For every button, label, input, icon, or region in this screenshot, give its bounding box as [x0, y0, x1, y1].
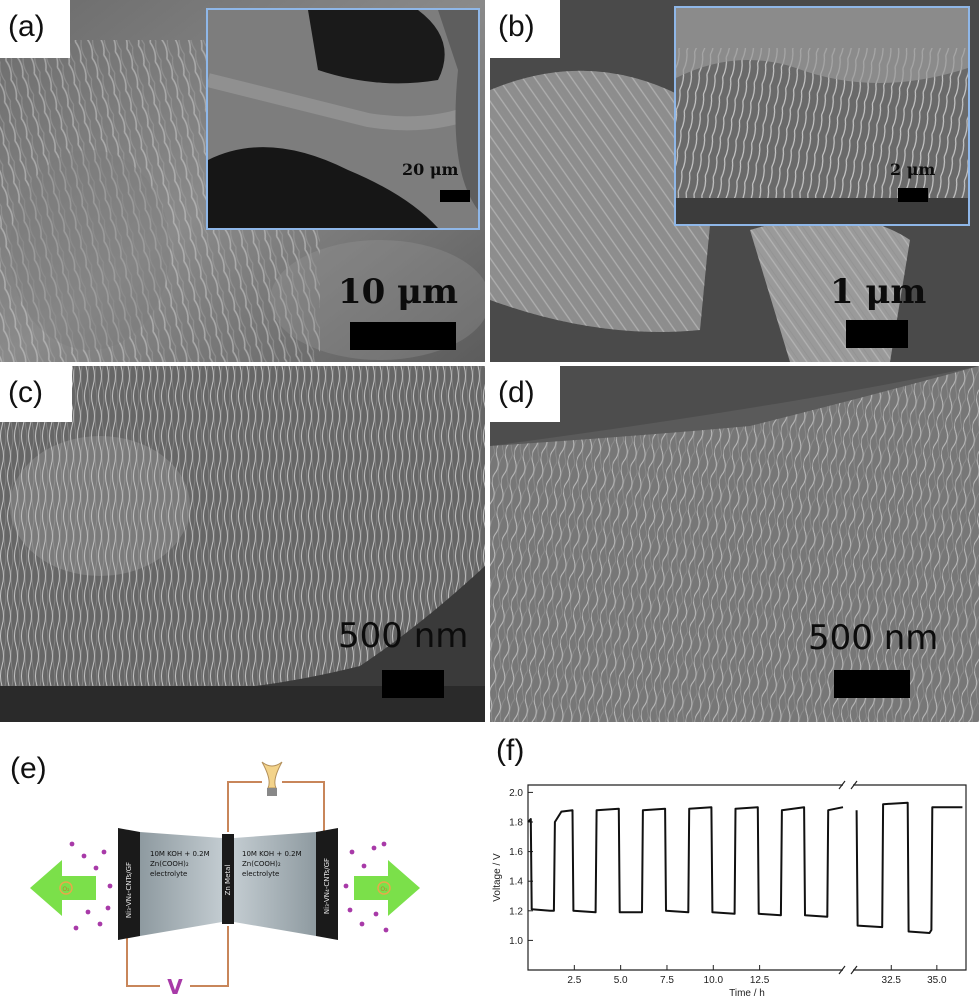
x-tick-label: 10.0 [704, 975, 724, 986]
oxygen-dots [69, 841, 389, 933]
scale-label-b: 1 μm [830, 272, 927, 312]
right-electrode [316, 828, 338, 940]
left-chamber [140, 832, 222, 936]
series-line-after-break [855, 801, 963, 934]
panel-label-e: (e) [10, 752, 47, 785]
left-arrow [30, 860, 96, 916]
panel-label-a: (a) [8, 10, 45, 43]
x-tick-label: 5.0 [614, 975, 628, 986]
axis-break-mark [838, 965, 846, 975]
right-chamber-line3: electrolyte [242, 870, 279, 878]
panel-label-d: (d) [498, 376, 535, 409]
panel-c-micrograph: (c) 500 nm [0, 366, 485, 722]
sem-image-c [0, 366, 485, 722]
right-chamber [234, 832, 316, 936]
voltage-time-chart: 1.0 1.2 1.4 1.6 1.8 2.0 2.5 5.0 7.5 10.0 12.5 32.5 3… [492, 780, 967, 999]
panel-label-f: (f) [496, 734, 525, 767]
scale-bar-d [834, 670, 910, 698]
right-arrow-label: O₂ [380, 886, 388, 893]
y-tick-label: 2.0 [509, 788, 523, 799]
x-tick-label: 2.5 [567, 975, 581, 986]
panel-b-micrograph: (b) 2 μm 1 μm [490, 0, 979, 362]
right-chamber-line1: 10M KOH + 0.2M [242, 850, 302, 858]
right-chamber-line2: Zn(COOH)₂ [242, 860, 281, 868]
left-chamber-line2: Zn(COOH)₂ [150, 860, 189, 868]
wire-top-right [282, 781, 325, 836]
device-schematic-svg: Ni₃-VN₄-CNTs/GF Zn Metal Ni₃-VN₄-CNTs/GF… [30, 761, 420, 999]
y-tick-label: 1.8 [509, 818, 523, 829]
scale-label-c: 500 nm [338, 616, 469, 656]
scale-bar-c [382, 670, 444, 698]
series-line-before-break [527, 806, 844, 918]
sem-image-d [490, 366, 979, 722]
panel-a-micrograph: (a) 20 μm 10 μm [0, 0, 485, 362]
panel-e-device-schematic: (e) [0, 740, 470, 999]
x-tick-label: 35.0 [927, 975, 947, 986]
right-electrode-label: Ni₃-VN₄-CNTs/GF [323, 858, 331, 914]
axis-frame-left [527, 784, 843, 971]
scale-bar-a [350, 322, 456, 350]
right-arrow [354, 860, 420, 916]
middle-electrode-zn [222, 834, 234, 924]
panel-label-b: (b) [498, 10, 535, 43]
scale-label-a: 10 μm [338, 272, 459, 312]
wire-top-left [227, 781, 262, 832]
x-tick-label: 12.5 [750, 975, 770, 986]
left-electrode [118, 828, 140, 940]
axis-break-mark [850, 780, 858, 790]
y-tick-label: 1.4 [509, 877, 523, 888]
axis-break-mark [850, 965, 858, 975]
inset-scale-label-a: 20 μm [402, 160, 459, 179]
middle-electrode-label: Zn Metal [224, 865, 232, 896]
axis-frame-right [853, 784, 967, 971]
left-chamber-line1: 10M KOH + 0.2M [150, 850, 210, 858]
panel-d-micrograph: (d) 500 nm [490, 366, 979, 722]
panel-f-chart: (f) 1.0 1.2 1.4 1.6 1.8 2.0 2.5 5.0 7.5 10.0 12.5 3… [470, 730, 979, 999]
left-chamber-line3: electrolyte [150, 870, 187, 878]
inset-image-b: 2 μm [674, 6, 970, 226]
y-tick-label: 1.6 [509, 847, 523, 858]
axis-break-mark [838, 780, 846, 790]
panel-label-c: (c) [8, 376, 43, 409]
inset-image-a: 20 μm [206, 8, 480, 230]
inset-scale-bar-a [440, 190, 470, 202]
inset-scale-bar-b [898, 188, 928, 202]
left-arrow-label: O₂ [62, 886, 70, 893]
wire-bottom-left [126, 920, 160, 987]
voltmeter-label: V [167, 975, 183, 999]
x-tick-label: 7.5 [660, 975, 674, 986]
x-tick-label: 32.5 [882, 975, 902, 986]
y-tick-label: 1.2 [509, 906, 523, 917]
y-axis-label: Voltage / V [492, 853, 503, 902]
scale-bar-b [846, 320, 908, 348]
left-electrode-label: Ni₃-VN₄-CNTs/GF [125, 862, 133, 918]
scale-label-d: 500 nm [808, 618, 939, 658]
x-axis-label: Time / h [729, 988, 765, 999]
inset-scale-label-b: 2 μm [890, 160, 936, 179]
bulb-icon [261, 761, 283, 796]
y-tick-label: 1.0 [509, 936, 523, 947]
wire-bottom-right [190, 926, 229, 987]
